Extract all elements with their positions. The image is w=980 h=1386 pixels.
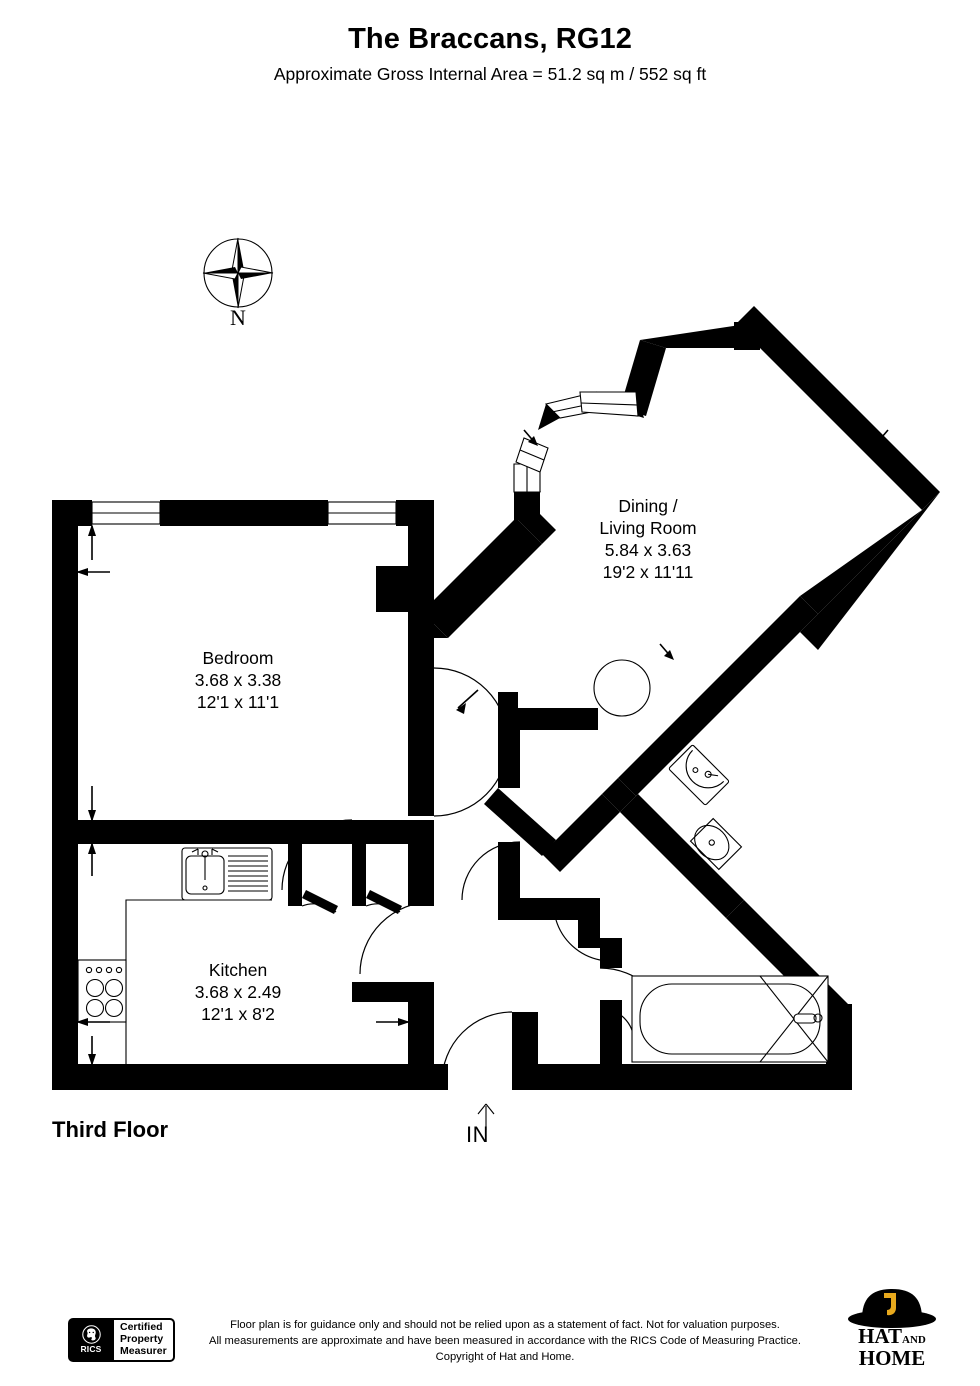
rics-lion-icon [81, 1325, 101, 1344]
rics-certification-text: Certified Property Measurer [114, 1318, 175, 1362]
disclaimer-line-2: All measurements are approximate and hav… [208, 1334, 801, 1347]
kitchen-metric: 3.68 x 2.49 [195, 982, 282, 1002]
living-imperial: 19'2 x 11'11 [603, 562, 694, 582]
floorplan-drawing: N [0, 120, 980, 1160]
rics-wordmark: RICS [80, 1344, 102, 1355]
dimension-marks [76, 429, 889, 1066]
page-title: The Braccans, RG12 [348, 23, 632, 55]
bedroom-name: Bedroom [202, 648, 273, 668]
brand-line-2: HOME [858, 1345, 926, 1370]
cylinder-icon [593, 659, 651, 717]
sink-icon [181, 847, 273, 901]
windows [91, 391, 639, 525]
wash-basin-icon [668, 744, 730, 806]
bedroom-imperial: 12'1 x 11'1 [197, 692, 279, 712]
living-metric: 5.84 x 3.63 [605, 540, 692, 560]
room-label-bedroom: Bedroom 3.68 x 3.38 12'1 x 11'1 [195, 648, 282, 712]
bowler-hat-icon [848, 1289, 936, 1328]
entrance-arrow-icon [477, 1103, 495, 1130]
wall-structure [52, 306, 940, 1090]
room-label-dining-living: Dining / Living Room 5.84 x 3.63 19'2 x … [599, 496, 696, 582]
toilet-icon [689, 817, 743, 871]
kitchen-imperial: 12'1 x 8'2 [201, 1004, 275, 1024]
living-name-line1: Dining / [618, 496, 677, 516]
floor-label: Third Floor [52, 1117, 169, 1142]
rics-line-3: Measurer [120, 1344, 167, 1357]
hat-and-home-wordmark: HATAND HOME [832, 1326, 952, 1368]
brand-word-and: AND [902, 1334, 926, 1346]
rics-line-2: Property [120, 1333, 164, 1346]
rics-line-1: Certified [120, 1321, 163, 1334]
bedroom-metric: 3.68 x 3.38 [195, 670, 282, 690]
disclaimer-text: Floor plan is for guidance only and shou… [185, 1318, 825, 1366]
rics-badge: RICS Certified Property Measurer [68, 1318, 175, 1362]
bath-icon [631, 975, 829, 1063]
area-subtitle: Approximate Gross Internal Area = 51.2 s… [273, 63, 707, 84]
entrance-label: IN [466, 1122, 489, 1147]
brand-word-hat: HAT [858, 1324, 903, 1348]
disclaimer-line-3: Copyright of Hat and Home. [435, 1350, 575, 1363]
hat-and-home-logo: HATAND HOME [832, 1286, 952, 1372]
compass-rose-icon: N [202, 237, 274, 330]
page-footer: Floor plan is for guidance only and shou… [0, 1270, 980, 1386]
compass-north-label: N [230, 305, 246, 330]
brand-line-1: HATAND [832, 1326, 952, 1347]
hob-icon [77, 959, 127, 1023]
rics-mark: RICS [68, 1318, 114, 1362]
page-header: The Braccans, RG12 Approximate Gross Int… [0, 23, 980, 84]
room-label-kitchen: Kitchen 3.68 x 2.49 12'1 x 8'2 [195, 960, 282, 1024]
disclaimer-line-1: Floor plan is for guidance only and shou… [230, 1319, 780, 1331]
kitchen-name: Kitchen [209, 960, 267, 980]
living-name-line2: Living Room [599, 518, 696, 538]
